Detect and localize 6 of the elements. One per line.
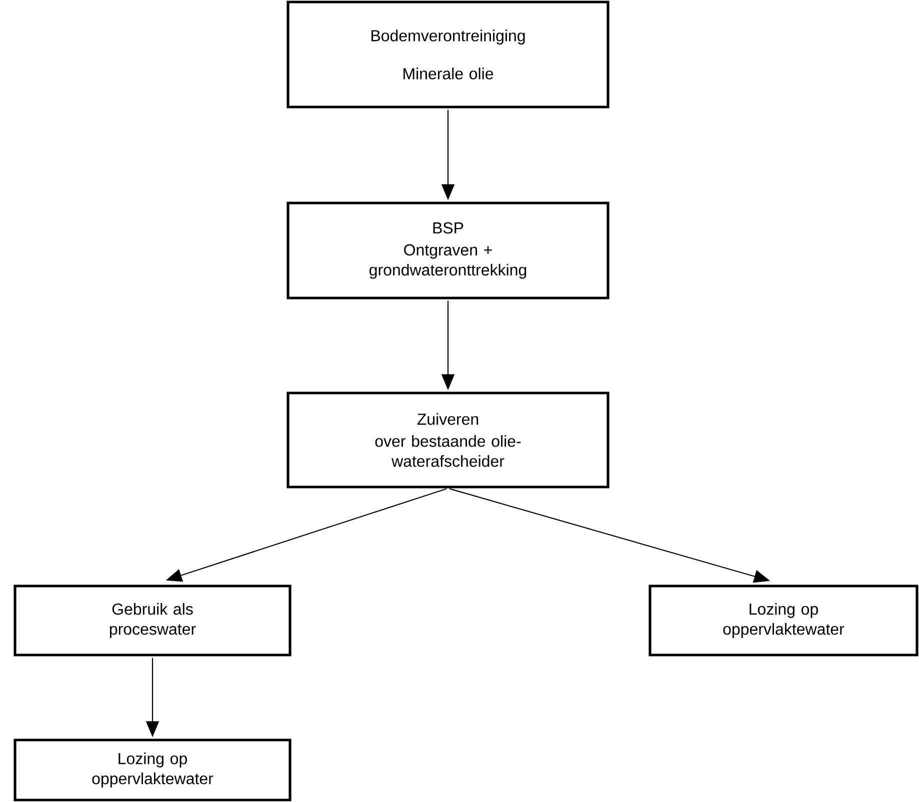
process-box: Lozing op oppervlaktewater xyxy=(14,738,292,802)
process-box: Bodemverontreiniging Minerale olie xyxy=(286,0,610,108)
process-box: BSP Ontgraven + grondwateronttrekking xyxy=(286,202,610,300)
process-box: Zuiveren over bestaande olie- waterafscheider xyxy=(286,392,610,488)
process-box: Lozing op oppervlaktewater xyxy=(648,584,918,656)
process-box: Gebruik als proceswater xyxy=(14,584,292,656)
